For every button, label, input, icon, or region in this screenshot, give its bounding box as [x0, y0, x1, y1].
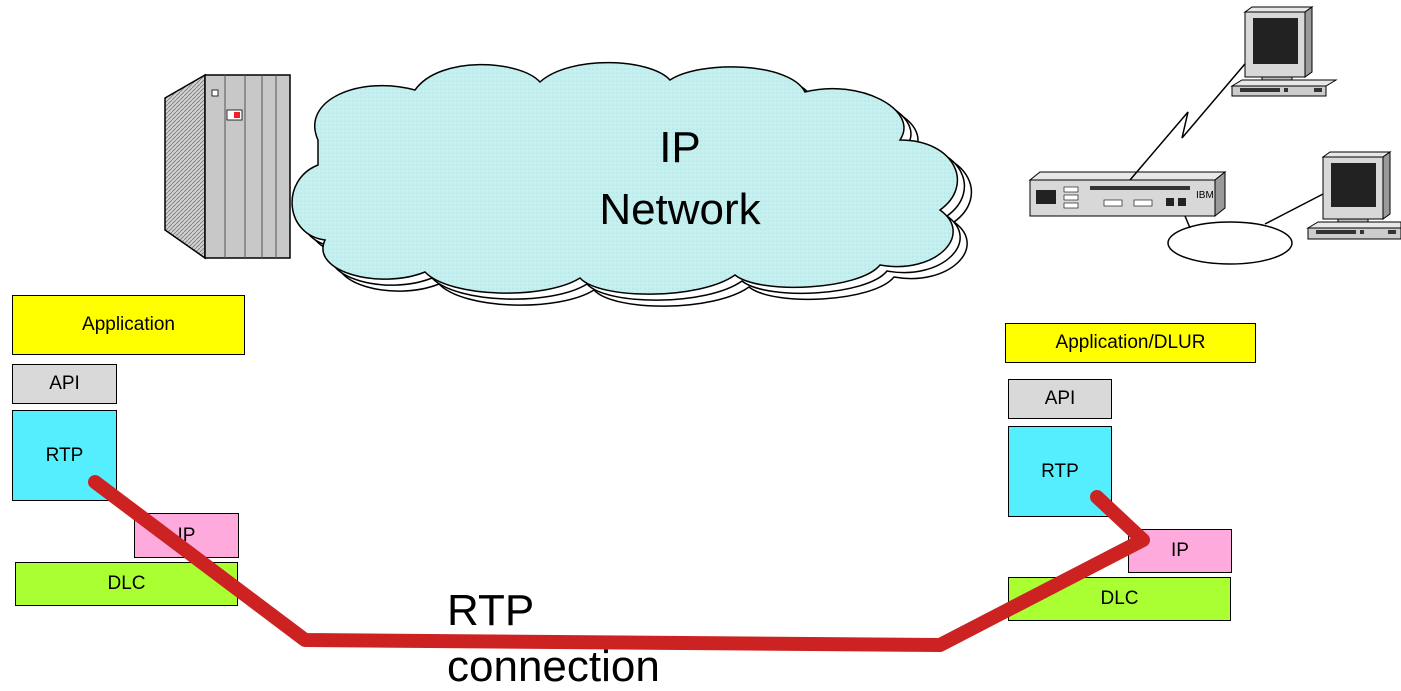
left-application-layer: Application — [12, 295, 245, 355]
rtp-connection-label-line2: connection — [447, 642, 660, 691]
ip-network-cloud — [291, 61, 973, 307]
wan-link-line — [1129, 57, 1251, 181]
router-brand-label: IBM — [1196, 190, 1214, 201]
left-rtp-layer: RTP — [12, 410, 117, 501]
lan-segment — [1167, 221, 1293, 265]
terminal-icon-lan — [1306, 151, 1401, 240]
right-rtp-layer: RTP — [1008, 426, 1112, 517]
right-ip-layer: IP — [1128, 529, 1232, 573]
left-ip-layer: IP — [134, 513, 239, 558]
rtp-connection-label-line1: RTP — [447, 586, 535, 635]
right-dlc-layer: DLC — [1008, 577, 1231, 621]
left-api-layer: API — [12, 364, 117, 404]
router-icon: IBM — [1028, 170, 1227, 218]
lan-link-terminal — [1264, 192, 1326, 225]
network-title-line1: IP — [659, 123, 701, 172]
terminal-icon-top — [1230, 6, 1338, 97]
mainframe-icon — [164, 73, 291, 260]
lan-link-router — [1184, 215, 1191, 229]
left-dlc-layer: DLC — [15, 562, 238, 606]
network-title-line2: Network — [599, 185, 761, 234]
right-application-layer: Application/DLUR — [1005, 323, 1256, 363]
right-api-layer: API — [1008, 379, 1112, 419]
